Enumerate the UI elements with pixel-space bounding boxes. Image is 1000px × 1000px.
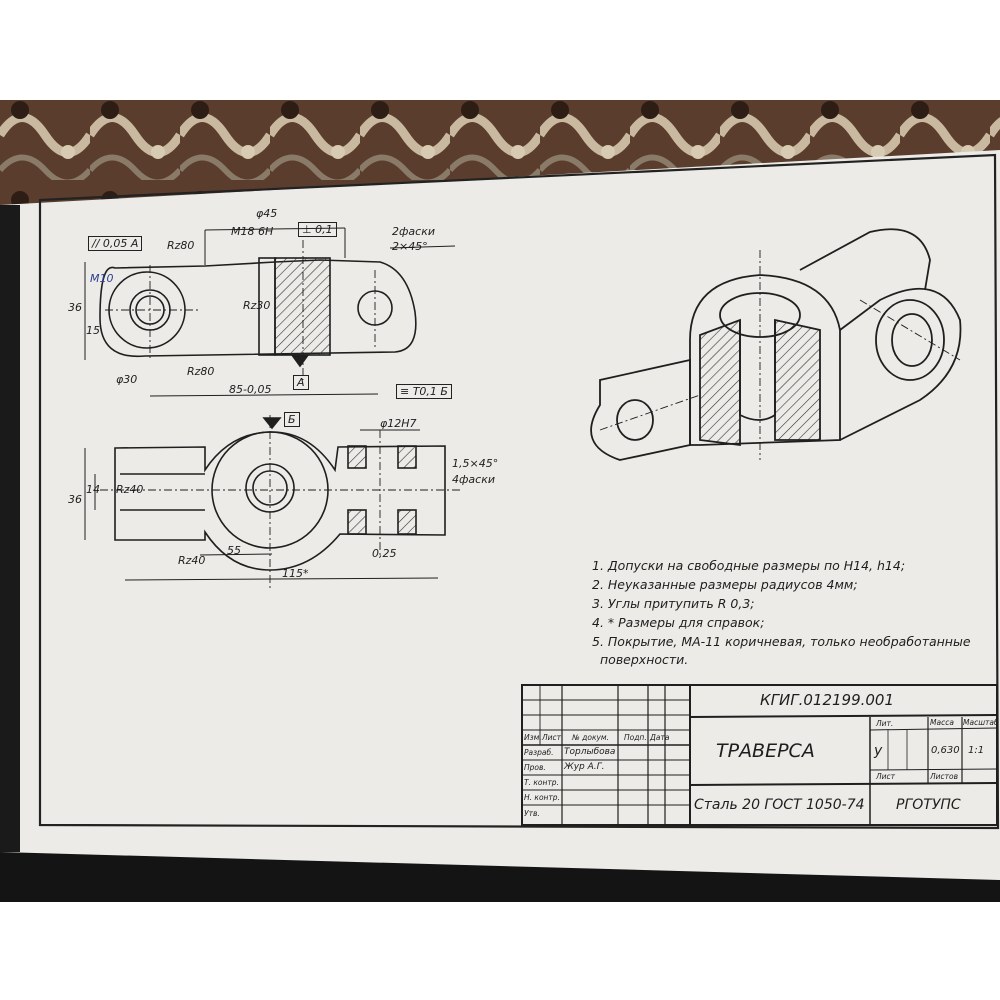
row-label-tcontrol: Т. контр. [524, 778, 559, 787]
dim-diameter-30: φ30 [116, 373, 138, 386]
row-label-ncontrol: Н. контр. [524, 793, 560, 802]
dim-r80-bottom: Rz80 [187, 365, 215, 378]
lit-label: Лит. [876, 719, 894, 728]
dim-length-85: 85-0,05 [229, 383, 272, 396]
note-3: 3. Углы притупить R 0,3; [592, 596, 755, 611]
dim-height-36-bottom: 36 [68, 493, 82, 506]
dim-parallelism: // 0,05 A [88, 236, 143, 251]
front-view [84, 227, 456, 397]
part-title: ТРАВЕРСА [716, 740, 815, 762]
note-5-continued: поверхности. [600, 652, 689, 667]
datum-a: A [293, 375, 309, 390]
dim-chamfer-title: 2фаски [392, 225, 435, 238]
litera-value: у [874, 743, 883, 759]
note-1: 1. Допуски на свободные размеры по H14, … [592, 558, 906, 573]
dim-perpendicularity: ⊥ 0,1 [298, 222, 337, 237]
organization: РГОТУПС [896, 797, 961, 813]
top-view [84, 415, 460, 590]
isometric-view [590, 228, 962, 461]
col-label-list: Лист [542, 733, 562, 742]
note-2: 2. Неуказанные размеры радиусов 4мм; [592, 577, 858, 592]
col-label-date: Дата [650, 733, 670, 742]
row-label-developer: Разраб. [524, 748, 554, 757]
dim-height-15: 15 [86, 324, 100, 337]
dim-chamfer-small: 1,5×45° [452, 457, 499, 470]
col-label-doc: № докум. [572, 733, 609, 742]
col-label-sign: Подп. [624, 733, 647, 742]
drawing-frame [38, 153, 1000, 830]
title-block [521, 684, 998, 826]
col-label-izm: Изм. [524, 733, 542, 742]
material: Сталь 20 ГОСТ 1050-74 [694, 797, 865, 813]
dim-m10: M10 [90, 272, 114, 285]
mass-label: Масса [930, 718, 954, 727]
row-label-checker: Пров. [524, 763, 546, 772]
dim-rz40: Rz40 [116, 483, 144, 496]
developer-name: Торлыбова [564, 747, 616, 757]
dim-height-14: 14 [86, 483, 100, 496]
dim-symmetry: ≡ T0,1 Б [396, 384, 452, 399]
dim-rz30: Rz30 [243, 299, 271, 312]
datum-b: Б [284, 412, 300, 427]
dim-diameter-12: φ12H7 [380, 417, 417, 430]
dim-diameter-45: φ45 [256, 207, 278, 220]
dim-length-55: 55 [227, 544, 241, 557]
dim-chamfer-count: 4фаски [452, 473, 495, 486]
dim-r80-top: Rz80 [167, 239, 195, 252]
scale-label: Масштаб [963, 718, 999, 727]
dim-chamfer-value: 2×45° [392, 240, 428, 253]
sheets-label: Листов [930, 772, 959, 781]
dim-thread: M18 6H [231, 225, 274, 238]
mass-value: 0,630 [931, 745, 960, 756]
dim-rz40-bottom: Rz40 [178, 554, 206, 567]
dim-z025: 0,25 [372, 547, 397, 560]
document-number: КГИГ.012199.001 [760, 691, 895, 709]
sheet-label: Лист [876, 772, 896, 781]
checker-name: Жур А.Г. [564, 762, 605, 772]
row-label-approved: Утв. [524, 809, 540, 818]
paper-sheet [0, 150, 1000, 880]
scale-value: 1:1 [968, 745, 985, 756]
dim-length-115: 115* [282, 567, 309, 580]
note-4: 4. * Размеры для справок; [592, 615, 765, 630]
dim-height-36-top: 36 [68, 301, 82, 314]
note-5: 5. Покрытие, МА-11 коричневая, только не… [592, 634, 971, 649]
